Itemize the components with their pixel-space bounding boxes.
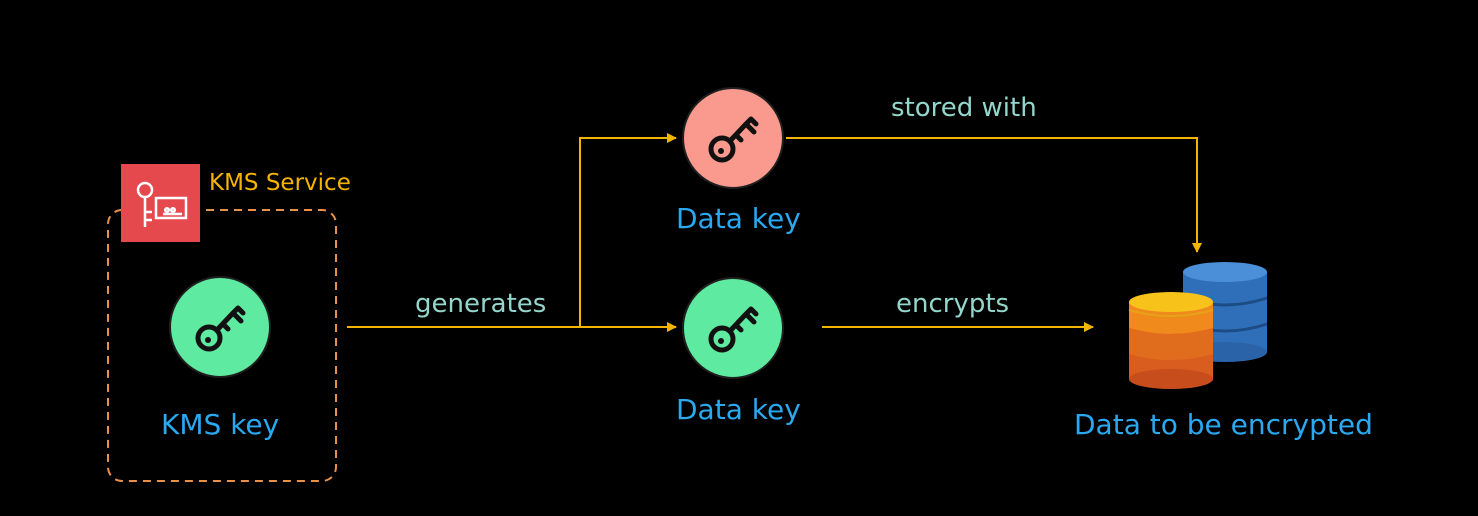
database-icon [1128, 262, 1268, 389]
orange-database [1128, 292, 1214, 389]
data-key-top-node [682, 87, 784, 189]
kms-service-icon [121, 164, 200, 242]
data-to-be-encrypted-label: Data to be encrypted [1074, 408, 1373, 441]
stored-with-arrow [786, 137, 1202, 253]
key-icon [708, 116, 759, 163]
kms-key-node [169, 276, 271, 378]
key-icon [708, 306, 759, 353]
generates-edge-label: generates [415, 289, 547, 319]
kms-key-label: KMS key [161, 408, 280, 441]
kms-service-label: KMS Service [209, 170, 351, 196]
connectors [347, 133, 1202, 332]
generates-to-top-arrow [579, 133, 677, 327]
kms-service-boundary [107, 209, 337, 482]
data-key-bottom-node [682, 277, 784, 379]
stored-with-edge-label: stored with [891, 93, 1037, 123]
key-icon [195, 305, 246, 352]
data-key-bottom-label: Data key [676, 393, 801, 426]
data-key-top-label: Data key [676, 202, 801, 235]
encrypts-edge-label: encrypts [896, 289, 1010, 319]
